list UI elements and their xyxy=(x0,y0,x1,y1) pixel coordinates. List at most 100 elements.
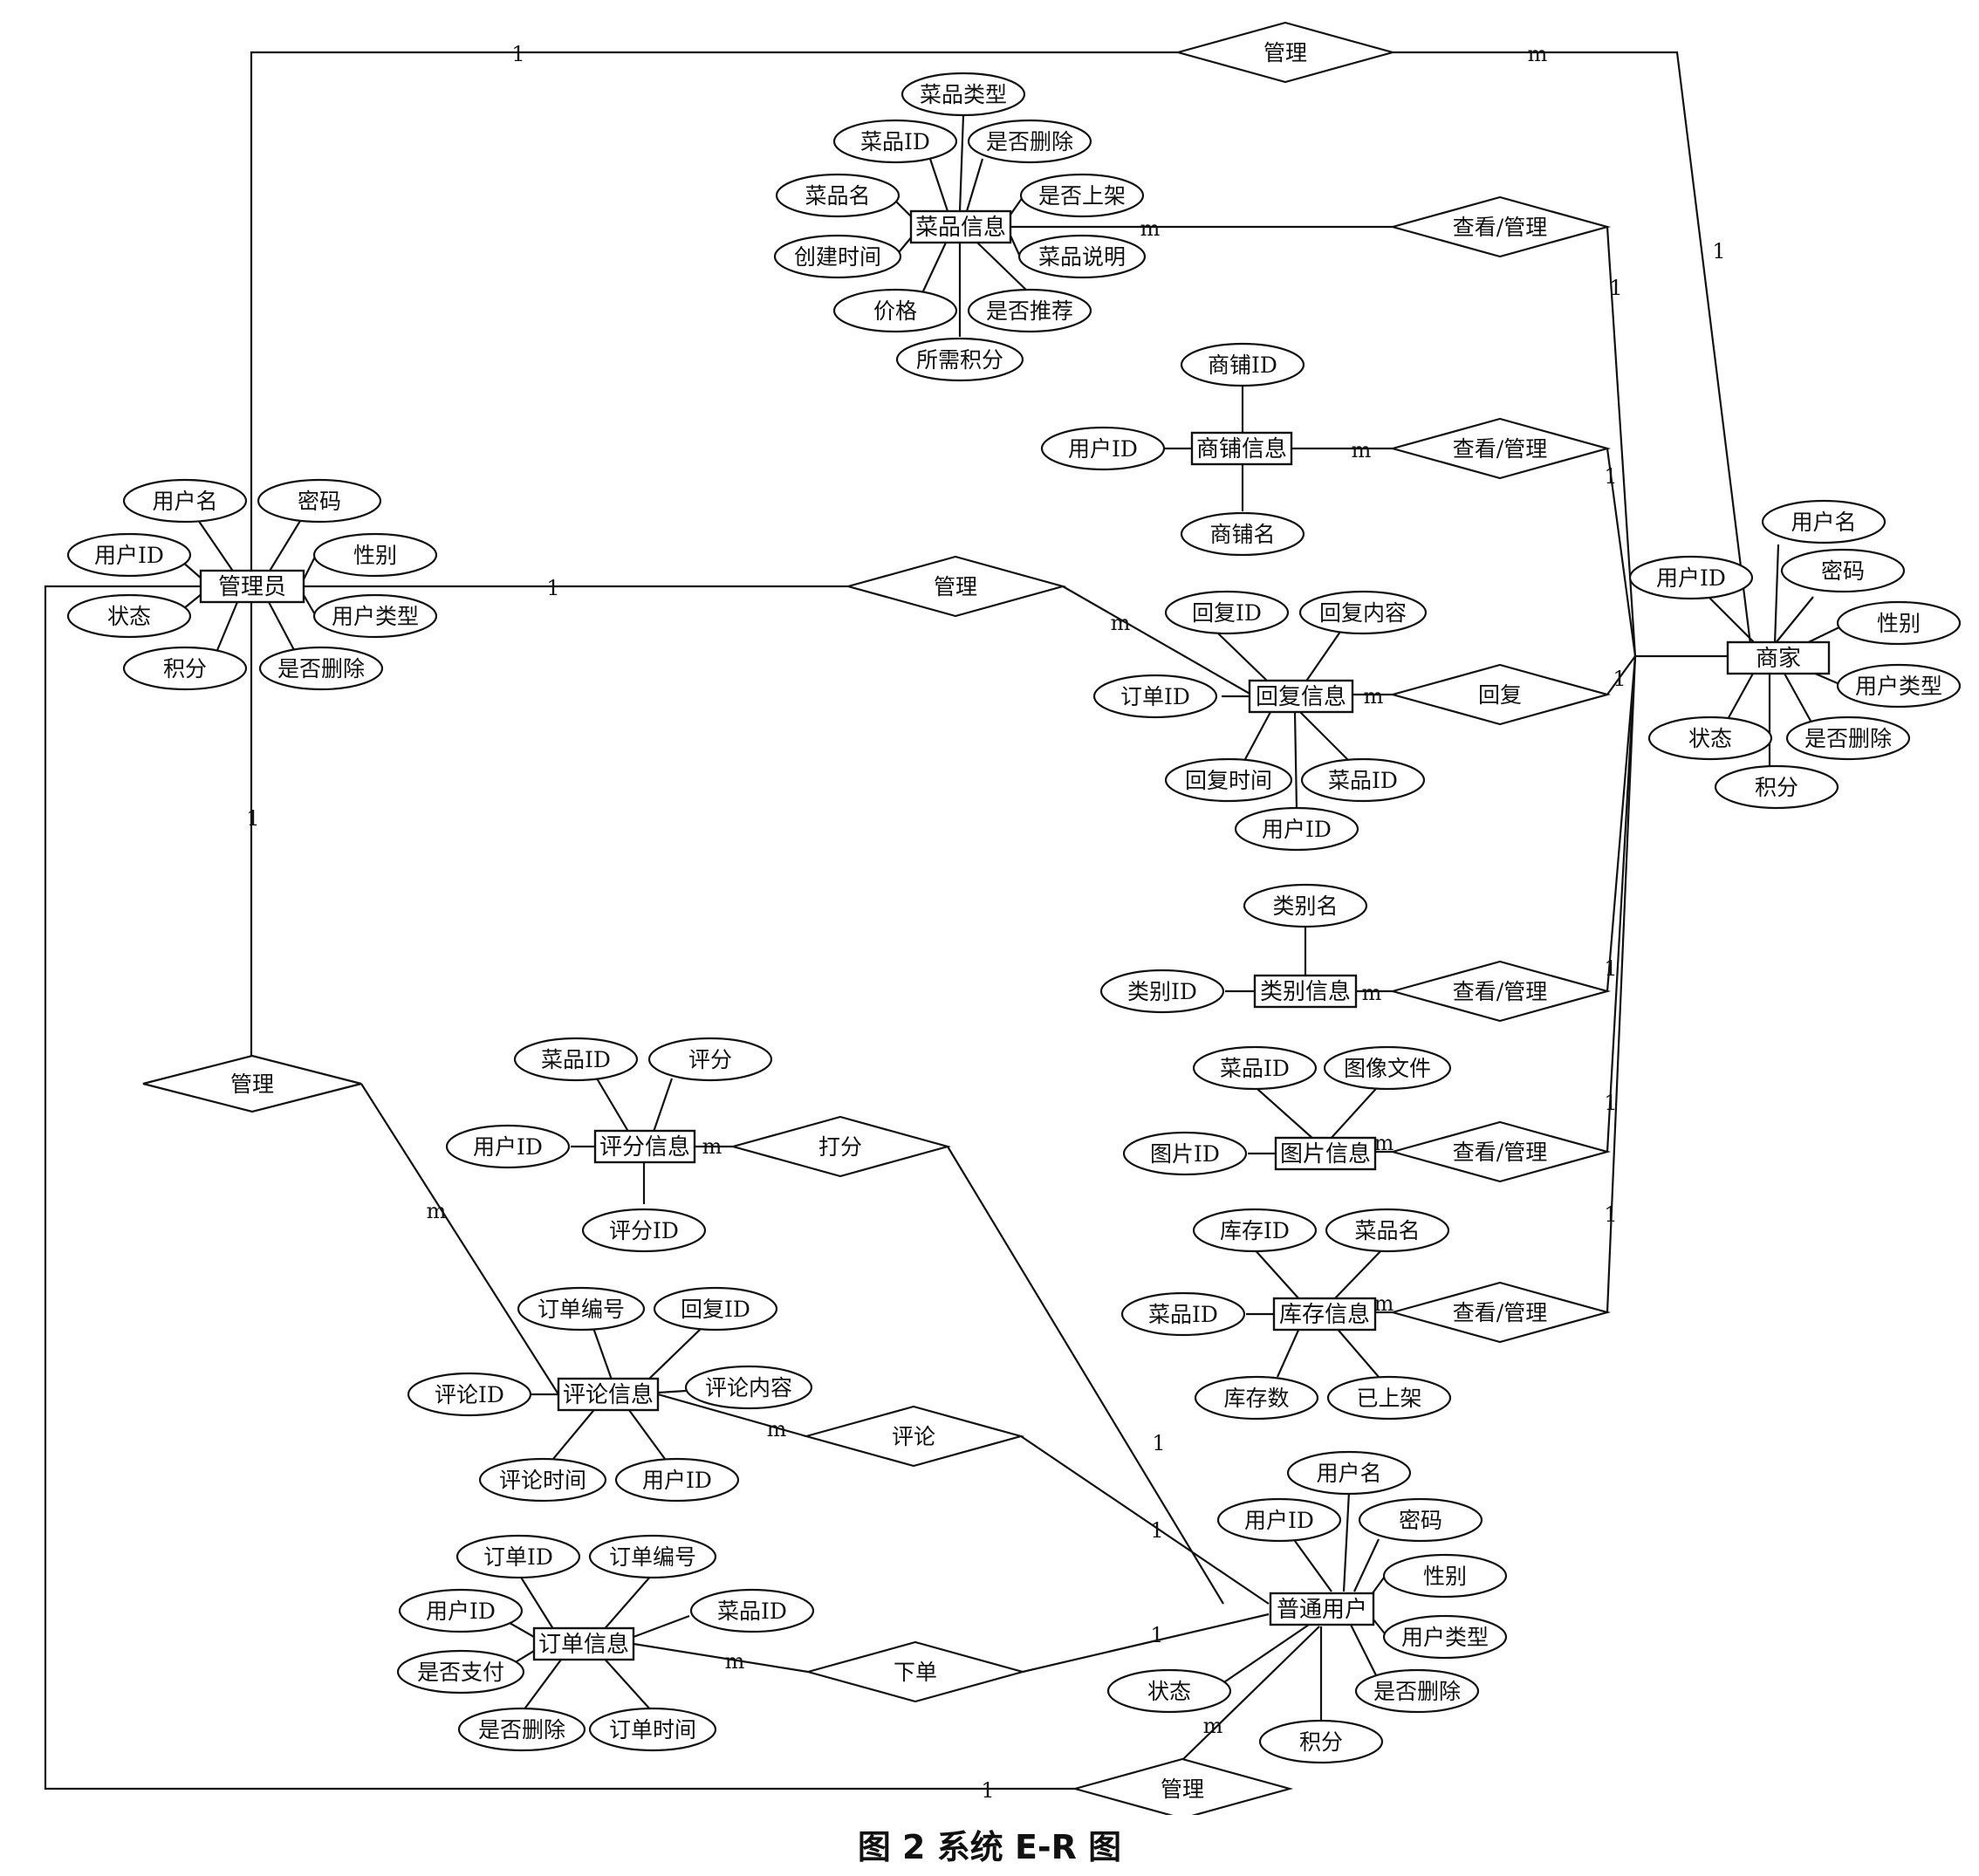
entity-stock: 库存信息 xyxy=(1272,1297,1377,1332)
entity-image: 图片信息 xyxy=(1274,1136,1377,1171)
attr-user-username: 用户名 xyxy=(1286,1450,1412,1496)
card-shop-merchant: 1 xyxy=(1604,464,1617,489)
attr-admin-user-type: 用户类型 xyxy=(312,593,438,639)
card-top-admin: 1 xyxy=(511,42,524,66)
entity-category-label: 类别信息 xyxy=(1260,979,1351,1005)
card-comment: m xyxy=(767,1417,787,1441)
rel-bottom-manage: 管理 xyxy=(1071,1757,1294,1815)
svg-text:库存数: 库存数 xyxy=(1223,1386,1289,1411)
figure-caption: 图 2 系统 E-R 图 xyxy=(857,1828,1122,1866)
entity-admin-label: 管理员 xyxy=(218,574,286,600)
entity-admin: 管理员 xyxy=(199,569,305,604)
entity-shop: 商铺信息 xyxy=(1190,431,1293,466)
attr-admin-username: 用户名 xyxy=(122,478,248,524)
attr-shop-id: 商铺ID xyxy=(1180,342,1305,387)
attr-merchant-status: 状态 xyxy=(1647,715,1773,761)
svg-text:评分ID: 评分ID xyxy=(609,1218,679,1243)
attr-comment-content: 评论内容 xyxy=(684,1365,813,1410)
card-admin-comment: 1 xyxy=(246,806,259,831)
svg-text:图片ID: 图片ID xyxy=(1150,1141,1220,1167)
svg-text:是否支付: 是否支付 xyxy=(417,1660,504,1685)
attr-merchant-deleted: 是否删除 xyxy=(1785,715,1911,761)
entity-rating: 评分信息 xyxy=(593,1129,696,1164)
svg-text:订单ID: 订单ID xyxy=(483,1544,553,1570)
svg-text:菜品ID: 菜品ID xyxy=(717,1599,787,1624)
svg-text:评论: 评论 xyxy=(892,1424,935,1449)
svg-text:是否删除: 是否删除 xyxy=(1373,1679,1461,1704)
svg-text:类别ID: 类别ID xyxy=(1127,979,1197,1004)
rel-rate: 打分 xyxy=(729,1115,952,1178)
attr-order-time: 订单时间 xyxy=(588,1707,717,1752)
rel-shop-manage: 查看/管理 xyxy=(1388,417,1612,480)
svg-text:积分: 积分 xyxy=(1299,1729,1343,1755)
attr-dish-price: 价格 xyxy=(832,288,958,333)
svg-text:回复内容: 回复内容 xyxy=(1319,600,1407,626)
attr-image-id: 图片ID xyxy=(1122,1131,1248,1176)
svg-text:菜品ID: 菜品ID xyxy=(1220,1056,1290,1081)
svg-text:状态: 状态 xyxy=(1688,726,1732,751)
svg-text:查看/管理: 查看/管理 xyxy=(1453,979,1547,1004)
svg-text:用户ID: 用户ID xyxy=(642,1468,712,1493)
rel-admin-comment-manage: 管理 xyxy=(142,1054,362,1113)
card-category-merchant: 1 xyxy=(1604,956,1617,981)
svg-text:打分: 打分 xyxy=(818,1134,862,1160)
attr-dish-id: 菜品ID xyxy=(832,119,958,164)
svg-text:状态: 状态 xyxy=(1147,1679,1191,1704)
attr-user-gender: 性别 xyxy=(1382,1553,1508,1599)
card-admin-reply: 1 xyxy=(546,576,559,600)
entity-dish: 菜品信息 xyxy=(909,209,1012,244)
svg-text:所需积分: 所需积分 xyxy=(916,347,1003,373)
entity-category: 类别信息 xyxy=(1253,974,1358,1009)
svg-text:类别名: 类别名 xyxy=(1272,893,1338,919)
svg-text:是否删除: 是否删除 xyxy=(986,129,1073,154)
svg-text:用户ID: 用户ID xyxy=(1244,1508,1314,1533)
attr-order-deleted: 是否删除 xyxy=(457,1707,586,1752)
card-bottom-user: m xyxy=(1203,1714,1223,1738)
card-rating: m xyxy=(702,1134,722,1159)
entity-dish-label: 菜品信息 xyxy=(915,215,1006,241)
entity-image-label: 图片信息 xyxy=(1280,1141,1371,1167)
svg-text:回复ID: 回复ID xyxy=(681,1297,750,1322)
attr-stock-dish-id: 菜品ID xyxy=(1120,1291,1246,1337)
attr-user-user-id: 用户ID xyxy=(1216,1497,1342,1543)
svg-text:用户类型: 用户类型 xyxy=(332,604,419,629)
entity-merchant-label: 商家 xyxy=(1756,646,1801,672)
svg-text:评论内容: 评论内容 xyxy=(705,1375,792,1400)
svg-text:评分: 评分 xyxy=(688,1047,732,1072)
svg-text:订单时间: 订单时间 xyxy=(609,1717,696,1742)
entity-reply-label: 回复信息 xyxy=(1256,684,1346,710)
svg-text:价格: 价格 xyxy=(873,298,917,324)
card-top-merchant: 1 xyxy=(1712,239,1725,264)
rel-dish-manage: 查看/管理 xyxy=(1388,195,1612,258)
entity-normal-user: 普通用户 xyxy=(1269,1592,1375,1626)
svg-text:密码: 密码 xyxy=(1399,1508,1442,1533)
attr-admin-deleted: 是否删除 xyxy=(258,646,384,691)
svg-text:用户类型: 用户类型 xyxy=(1855,674,1942,699)
rel-place-order: 下单 xyxy=(804,1640,1027,1703)
svg-text:回复ID: 回复ID xyxy=(1192,600,1262,626)
svg-text:用户ID: 用户ID xyxy=(1068,436,1138,462)
rel-comment: 评论 xyxy=(802,1405,1025,1468)
attr-order-paid: 是否支付 xyxy=(396,1649,525,1695)
svg-text:用户ID: 用户ID xyxy=(1262,817,1332,842)
svg-text:菜品ID: 菜品ID xyxy=(541,1047,611,1072)
entity-reply: 回复信息 xyxy=(1248,679,1354,714)
attr-comment-order-no: 订单编号 xyxy=(517,1286,646,1332)
svg-text:订单编号: 订单编号 xyxy=(609,1544,696,1570)
entity-order-label: 订单信息 xyxy=(538,1632,629,1658)
attr-order-dish-id: 菜品ID xyxy=(689,1588,815,1633)
svg-text:密码: 密码 xyxy=(1821,558,1865,584)
entity-stock-label: 库存信息 xyxy=(1279,1302,1370,1328)
attr-stock-dish-name: 菜品名 xyxy=(1325,1208,1450,1253)
svg-text:密码: 密码 xyxy=(298,489,341,514)
card-order-user: 1 xyxy=(1150,1623,1163,1647)
attr-admin-points: 积分 xyxy=(122,646,248,691)
attr-merchant-password: 密码 xyxy=(1780,548,1906,593)
attr-merchant-user-type: 用户类型 xyxy=(1836,663,1962,709)
entity-merchant: 商家 xyxy=(1726,640,1831,675)
attr-stock-shelved: 已上架 xyxy=(1326,1375,1452,1421)
attr-dish-deleted: 是否删除 xyxy=(967,119,1092,164)
attr-user-deleted: 是否删除 xyxy=(1354,1668,1480,1714)
svg-text:查看/管理: 查看/管理 xyxy=(1453,436,1547,462)
card-comment-admin-side: m xyxy=(427,1199,447,1223)
